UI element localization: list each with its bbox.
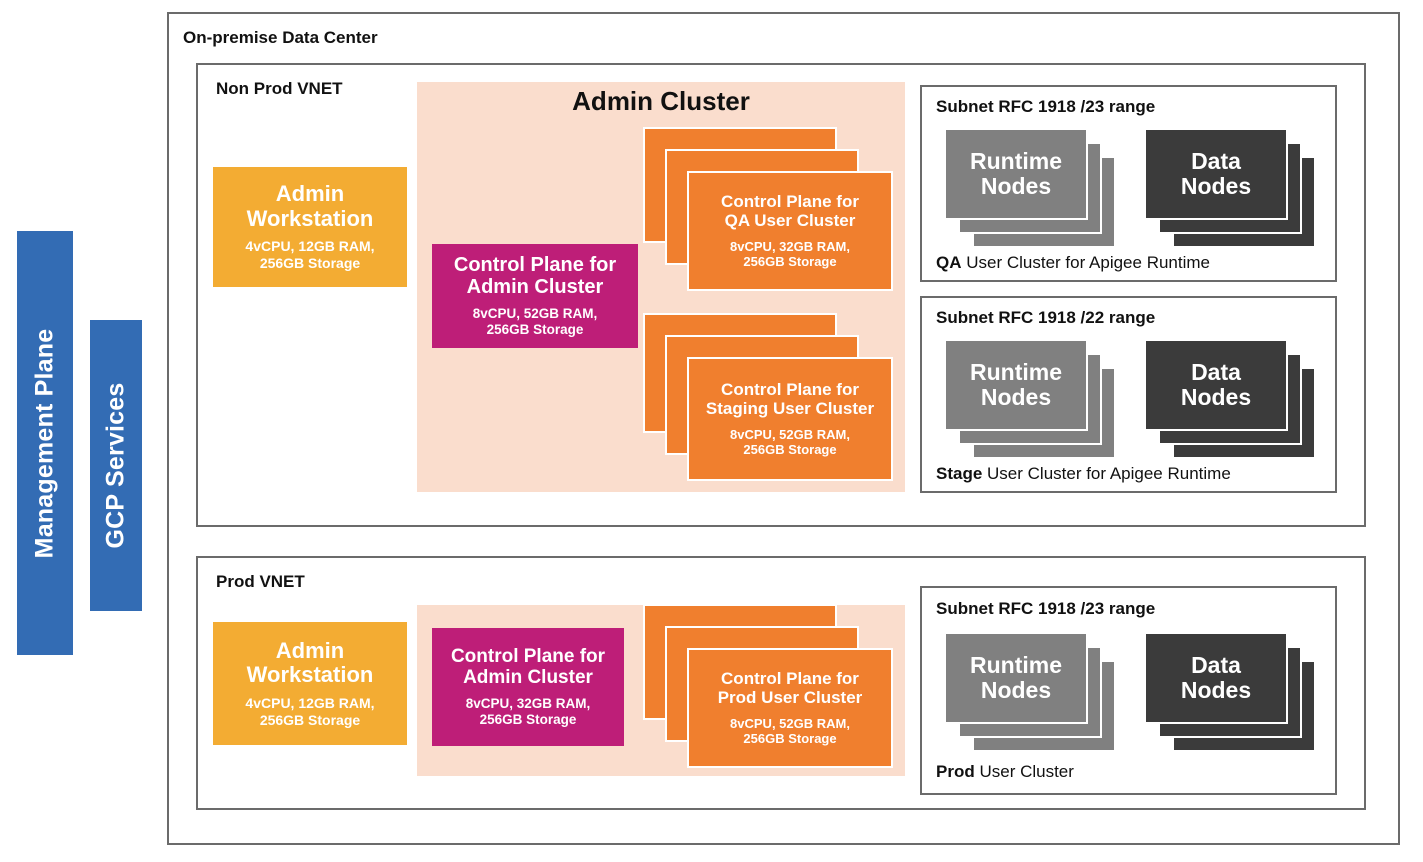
admin-workstation-nonprod-title: Admin Workstation: [246, 181, 374, 231]
control-plane-admin-cluster-prod-title: Control Plane for Admin Cluster: [450, 646, 606, 689]
non-prod-vnet-title: Non Prod VNET: [216, 79, 343, 98]
control-plane-staging-user-cluster-title: Control Plane for Staging User Cluster: [705, 380, 875, 419]
control-plane-staging-user-cluster[interactable]: Control Plane for Staging User Cluster 8…: [687, 357, 893, 481]
gcp-services-bar: GCP Services: [90, 320, 142, 611]
subnet-stage-box: Subnet RFC 1918 /22 range Runtime Nodes …: [920, 296, 1337, 493]
admin-workstation-prod[interactable]: Admin Workstation 4vCPU, 12GB RAM, 256GB…: [213, 622, 407, 745]
control-plane-admin-cluster-prod[interactable]: Control Plane for Admin Cluster 8vCPU, 3…: [432, 628, 624, 746]
subnet-stage-title: Subnet RFC 1918 /22 range: [936, 308, 1156, 327]
admin-cluster-title: Admin Cluster: [572, 86, 750, 116]
data-nodes-stack-qa[interactable]: Data Nodes: [1144, 128, 1319, 248]
subnet-stage-footer: Stage User Cluster for Apigee Runtime: [936, 464, 1231, 484]
subnet-prod-footer-rest: User Cluster: [974, 762, 1074, 781]
runtime-nodes-stack-qa[interactable]: Runtime Nodes: [944, 128, 1119, 248]
data-nodes-stack-prod[interactable]: Data Nodes: [1144, 632, 1319, 752]
data-nodes-stage-label: Data Nodes: [1144, 339, 1288, 431]
control-plane-admin-cluster-nonprod-spec: 8vCPU, 52GB RAM, 256GB Storage: [472, 305, 598, 337]
prod-vnet-title: Prod VNET: [216, 572, 305, 591]
data-nodes-stack-stage[interactable]: Data Nodes: [1144, 339, 1319, 459]
gcp-services-label: GCP Services: [101, 382, 130, 549]
subnet-qa-footer-rest: User Cluster for Apigee Runtime: [961, 253, 1210, 272]
subnet-prod-title: Subnet RFC 1918 /23 range: [936, 599, 1156, 618]
subnet-prod-box: Subnet RFC 1918 /23 range Runtime Nodes …: [920, 586, 1337, 795]
admin-workstation-nonprod[interactable]: Admin Workstation 4vCPU, 12GB RAM, 256GB…: [213, 167, 407, 287]
control-plane-prod-user-cluster-spec: 8vCPU, 52GB RAM, 256GB Storage: [730, 715, 850, 747]
management-plane-label: Management Plane: [30, 328, 59, 558]
non-prod-vnet-frame: [196, 63, 1366, 527]
subnet-stage-footer-bold: Stage: [936, 464, 983, 483]
subnet-qa-title: Subnet RFC 1918 /23 range: [936, 97, 1156, 116]
runtime-nodes-qa-label: Runtime Nodes: [944, 128, 1088, 220]
control-plane-prod-user-cluster-stack[interactable]: Control Plane for Prod User Cluster 8vCP…: [643, 604, 893, 768]
control-plane-admin-cluster-prod-spec: 8vCPU, 32GB RAM, 256GB Storage: [465, 695, 591, 727]
runtime-nodes-stage-label: Runtime Nodes: [944, 339, 1088, 431]
subnet-stage-footer-rest: User Cluster for Apigee Runtime: [982, 464, 1231, 483]
admin-workstation-nonprod-spec: 4vCPU, 12GB RAM, 256GB Storage: [245, 238, 375, 272]
subnet-prod-footer-bold: Prod: [936, 762, 975, 781]
control-plane-staging-user-cluster-spec: 8vCPU, 52GB RAM, 256GB Storage: [730, 426, 850, 458]
subnet-qa-box: Subnet RFC 1918 /23 range Runtime Nodes …: [920, 85, 1337, 282]
runtime-nodes-stack-stage[interactable]: Runtime Nodes: [944, 339, 1119, 459]
admin-workstation-prod-title: Admin Workstation: [246, 637, 374, 688]
control-plane-prod-user-cluster[interactable]: Control Plane for Prod User Cluster 8vCP…: [687, 648, 893, 768]
prod-vnet-frame: [196, 556, 1366, 810]
data-nodes-qa-label: Data Nodes: [1144, 128, 1288, 220]
runtime-nodes-stack-prod[interactable]: Runtime Nodes: [944, 632, 1119, 752]
control-plane-qa-user-cluster-stack[interactable]: Control Plane for QA User Cluster 8vCPU,…: [643, 127, 893, 291]
control-plane-qa-user-cluster-title: Control Plane for QA User Cluster: [721, 192, 859, 231]
subnet-qa-footer-bold: QA: [936, 253, 962, 272]
subnet-prod-footer: Prod User Cluster: [936, 762, 1074, 782]
runtime-nodes-prod-label: Runtime Nodes: [944, 632, 1088, 724]
on-premise-data-center-title: On-premise Data Center: [183, 28, 378, 47]
control-plane-qa-user-cluster-spec: 8vCPU, 32GB RAM, 256GB Storage: [730, 238, 850, 270]
on-premise-data-center-frame: [167, 12, 1400, 845]
data-nodes-prod-label: Data Nodes: [1144, 632, 1288, 724]
management-plane-bar: Management Plane: [17, 231, 73, 655]
control-plane-qa-user-cluster[interactable]: Control Plane for QA User Cluster 8vCPU,…: [687, 171, 893, 291]
control-plane-staging-user-cluster-stack[interactable]: Control Plane for Staging User Cluster 8…: [643, 313, 893, 481]
control-plane-admin-cluster-nonprod-title: Control Plane for Admin Cluster: [453, 253, 617, 299]
subnet-qa-footer: QA User Cluster for Apigee Runtime: [936, 253, 1210, 273]
admin-workstation-prod-spec: 4vCPU, 12GB RAM, 256GB Storage: [245, 694, 375, 728]
control-plane-prod-user-cluster-title: Control Plane for Prod User Cluster: [717, 669, 863, 708]
control-plane-admin-cluster-nonprod[interactable]: Control Plane for Admin Cluster 8vCPU, 5…: [432, 244, 638, 348]
